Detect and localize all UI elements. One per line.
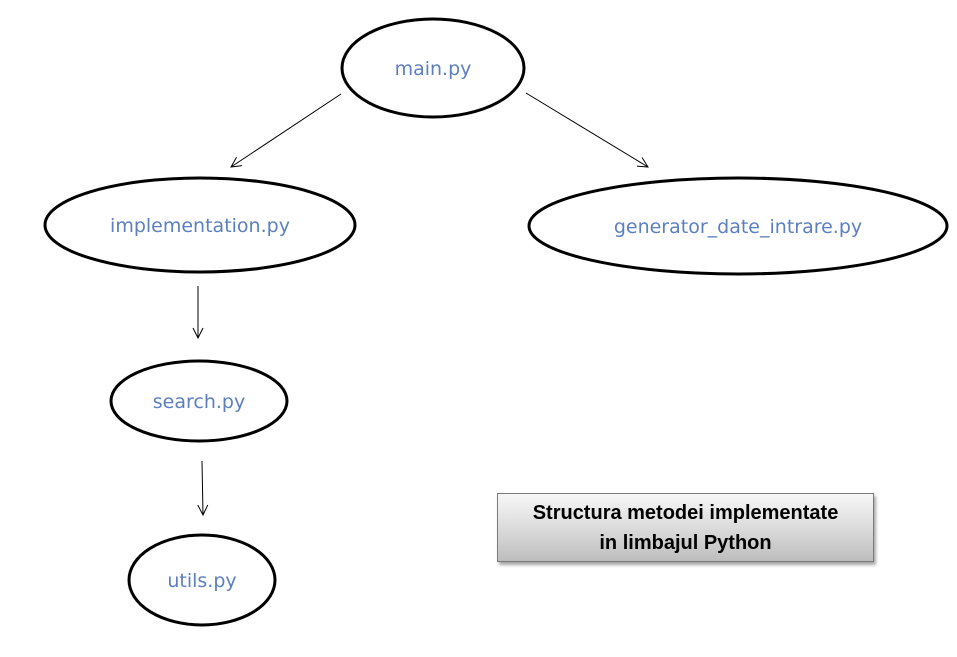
- node-utils-label: utils.py: [167, 570, 236, 592]
- caption-line-1: Structura metodei implementate: [532, 501, 839, 524]
- edge-main-to-implementation: [231, 93, 342, 167]
- node-search-label: search.py: [153, 391, 245, 413]
- node-utils: utils.py: [127, 533, 277, 627]
- node-main-label: main.py: [395, 58, 472, 80]
- node-search: search.py: [109, 359, 289, 443]
- caption-line-2: in limbajul Python: [599, 531, 772, 554]
- node-main: main.py: [340, 17, 526, 119]
- node-generator: generator_date_intrare.py: [527, 176, 949, 276]
- edge-search-to-utils: [202, 460, 203, 515]
- diagram-caption-box: Structura metodei implementate in limbaj…: [497, 493, 874, 562]
- node-generator-label: generator_date_intrare.py: [614, 216, 862, 238]
- edge-main-to-generator: [525, 92, 648, 167]
- node-implementation-label: implementation.py: [110, 215, 290, 237]
- node-implementation: implementation.py: [43, 176, 357, 274]
